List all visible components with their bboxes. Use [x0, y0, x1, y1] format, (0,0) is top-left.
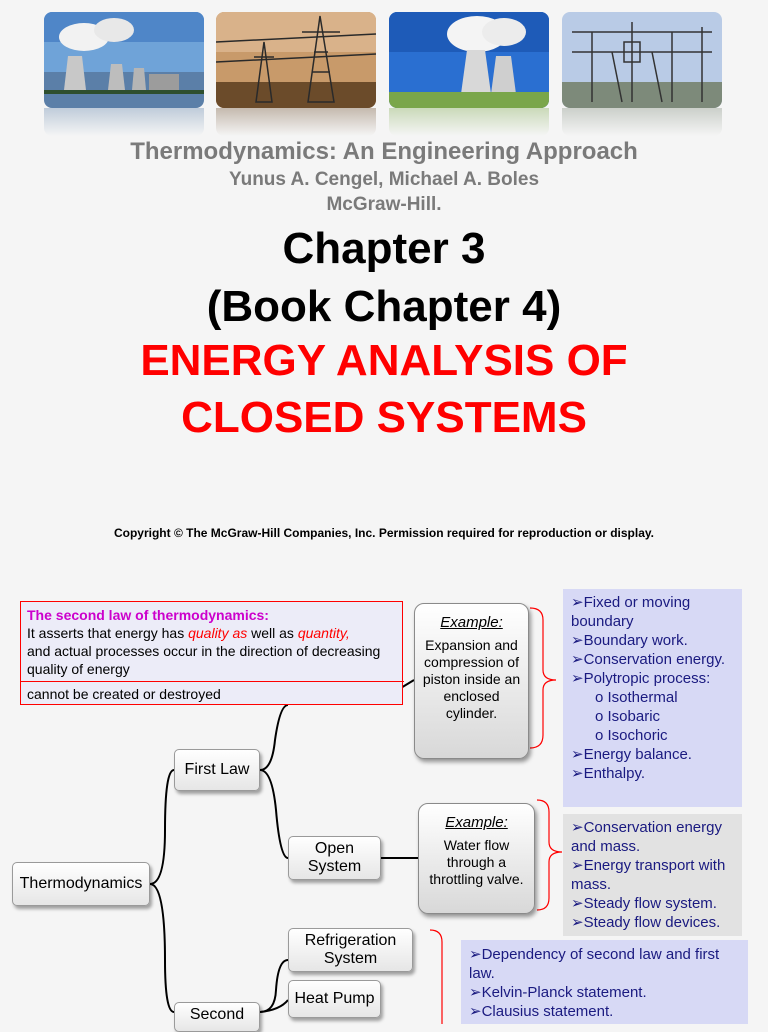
- steam-towers-photo: [389, 12, 549, 108]
- second-law-title: The second law of thermodynamics:: [27, 607, 269, 623]
- topic-title-line1: ENERGY ANALYSIS OF: [140, 336, 628, 385]
- panel-item: ➢Kelvin-Planck statement.: [469, 984, 647, 1001]
- chapter-heading: Chapter 3: [282, 224, 486, 273]
- second-law-overlay: [21, 602, 404, 682]
- closed-system-topics-panel: ➢Fixed or moving boundary ➢Boundary work…: [563, 589, 742, 807]
- copyright-notice: Copyright © The McGraw-Hill Companies, I…: [113, 526, 655, 540]
- panel-item: ➢Boundary work.: [571, 632, 688, 649]
- open-system-topics-panel: ➢Conservation energy and mass. ➢Energy t…: [563, 814, 742, 936]
- topic-title-line2: CLOSED SYSTEMS: [181, 393, 587, 442]
- panel-item: ➢Energy transport with mass.: [571, 857, 726, 893]
- refrigeration-system-node: Refrigeration System: [288, 928, 413, 972]
- panel-item: ➢Enthalpy.: [571, 765, 645, 782]
- second-law-hidden-tail: cannot be created or destroyed: [27, 686, 221, 702]
- panel-item: ➢Energy balance.: [571, 746, 692, 763]
- panel-item: ➢Dependency of second law and first law.: [469, 946, 720, 982]
- second-law-text-a: It asserts that energy has: [27, 625, 189, 641]
- power-lines-photo: [216, 12, 376, 108]
- publisher: McGraw-Hill.: [326, 194, 442, 215]
- photo-reflection: [44, 108, 204, 136]
- authors: Yunus A. Cengel, Michael A. Boles: [228, 169, 540, 190]
- photo-reflection: [562, 108, 722, 136]
- heat-pump-label: Heat Pump: [294, 990, 375, 1007]
- example-text: Water flow through a throttling valve.: [429, 837, 524, 887]
- second-label: Second: [189, 1006, 245, 1023]
- photo-reflection: [389, 108, 549, 136]
- open-system-label: Open System: [307, 840, 362, 875]
- second-law-text-b: well as: [247, 625, 298, 641]
- first-law-node: First Law: [174, 749, 260, 791]
- second-law-callout: The second law of thermodynamics: It ass…: [20, 601, 404, 705]
- panel-subitem: o Isochoric: [595, 727, 668, 744]
- second-law-topics-panel: ➢Dependency of second law and first law.…: [461, 940, 748, 1024]
- thermodynamics-label: Thermodynamics: [19, 875, 143, 892]
- closed-system-example: Example: Expansion and compression of pi…: [414, 603, 529, 759]
- heat-pump-node: Heat Pump: [288, 980, 381, 1018]
- panel-item: ➢Steady flow devices.: [571, 914, 721, 931]
- quantity-emphasis: quantity,: [297, 625, 350, 641]
- quality-emphasis: quality as: [188, 625, 248, 641]
- panel-subitem: o Isothermal: [595, 689, 678, 706]
- book-chapter-heading: (Book Chapter 4): [206, 282, 562, 331]
- cooling-towers-photo: [44, 12, 204, 108]
- panel-item: ➢Steady flow system.: [571, 895, 717, 912]
- first-law-label: First Law: [184, 761, 250, 778]
- panel-item: ➢Clausius statement.: [469, 1003, 614, 1020]
- substation-photo: [562, 12, 722, 108]
- panel-item: ➢Conservation energy and mass.: [571, 819, 722, 855]
- photo-reflection: [216, 108, 376, 136]
- panel-item: ➢Polytropic process:: [571, 670, 711, 687]
- refrigeration-system-label: Refrigeration System: [304, 932, 397, 967]
- open-system-example: Example: Water flow through a throttling…: [418, 803, 535, 914]
- thermodynamics-node: Thermodynamics: [12, 862, 150, 906]
- example-text: Expansion and compression of piston insi…: [422, 637, 521, 721]
- panel-subitem: o Isobaric: [595, 708, 661, 725]
- book-title: Thermodynamics: An Engineering Approach: [130, 138, 638, 165]
- panel-item: ➢Conservation energy.: [571, 651, 726, 668]
- example-title: Example:: [445, 814, 508, 831]
- second-law-node: Second: [174, 1002, 260, 1032]
- second-law-text-c: and actual processes occur in the direct…: [27, 643, 381, 677]
- open-system-node: Open System: [288, 836, 381, 880]
- example-title: Example:: [440, 614, 503, 631]
- panel-item: ➢Fixed or moving boundary: [571, 594, 691, 630]
